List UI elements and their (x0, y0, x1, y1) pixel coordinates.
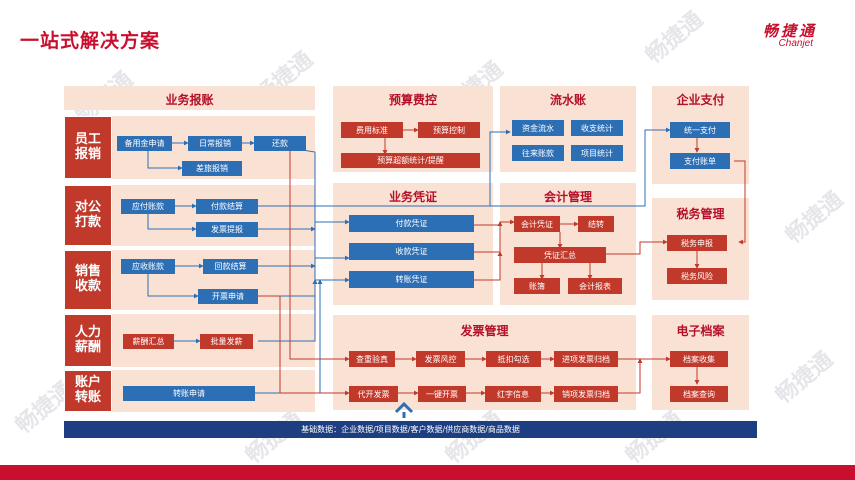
lane-label-salary: 人力 薪酬 (64, 314, 112, 367)
node-repay[interactable]: 还款 (254, 136, 306, 151)
lane-label-payment: 对公 打款 (64, 185, 112, 246)
node-invoice-apply[interactable]: 开票申请 (198, 289, 258, 304)
node-check-verify[interactable]: 查重验真 (349, 351, 395, 367)
chanjet-logo-en: Chanjet (778, 38, 813, 49)
node-pay-bill[interactable]: 支付账单 (670, 153, 730, 169)
node-project-stat[interactable]: 项目统计 (571, 145, 623, 161)
node-invoice-risk[interactable]: 发票风控 (416, 351, 465, 367)
panel-invoice-title: 发票管理 (460, 324, 509, 338)
page-title: 一站式解决方案 (20, 30, 161, 52)
node-income-stat[interactable]: 收支统计 (571, 120, 623, 136)
node-fund-flow[interactable]: 资金流水 (512, 120, 564, 136)
node-payable[interactable]: 应付账款 (121, 199, 175, 214)
node-salary-summary[interactable]: 薪酬汇总 (123, 334, 174, 349)
node-issue-invoice[interactable]: 代开发票 (349, 386, 398, 402)
panel-flow-title: 流水账 (549, 93, 586, 107)
node-receivable[interactable]: 应收账款 (121, 259, 175, 274)
node-collect-settle[interactable]: 回款结算 (203, 259, 258, 274)
lane-label-transfer: 账户 转账 (64, 370, 112, 412)
node-batch-pay[interactable]: 批量发薪 (200, 334, 253, 349)
node-invoice-submit[interactable]: 发票提报 (196, 222, 258, 237)
node-acc-report[interactable]: 会计报表 (568, 278, 622, 294)
node-over-budget[interactable]: 预算超额统计/提醒 (341, 153, 480, 168)
node-standby-apply[interactable]: 备用金申请 (117, 136, 172, 151)
node-out-invoice-archive[interactable]: 销项发票归档 (554, 386, 618, 402)
node-pay-settle[interactable]: 付款结算 (196, 199, 258, 214)
node-budget-ctrl[interactable]: 预算控制 (418, 122, 480, 138)
base-data-bar: 基础数据：企业数据/项目数据/客户数据/供应商数据/商品数据 (64, 421, 757, 438)
panel-archive-title: 电子档案 (676, 324, 725, 338)
node-transfer-apply[interactable]: 转账申请 (123, 386, 255, 401)
panel-accounting-title: 会计管理 (543, 190, 592, 204)
footer-bar (0, 465, 855, 480)
panel-reimburse-title: 业务报账 (165, 93, 214, 107)
panel-pay-title: 企业支付 (676, 93, 725, 107)
base-data-label: 基础数据：企业数据/项目数据/客户数据/供应商数据/商品数据 (301, 425, 520, 434)
node-archive-query[interactable]: 档案查询 (670, 386, 728, 402)
node-acc-voucher[interactable]: 会计凭证 (514, 216, 560, 232)
node-ledger[interactable]: 账簿 (514, 278, 560, 294)
node-carry-over[interactable]: 结转 (578, 216, 614, 232)
panel-voucher-title: 业务凭证 (388, 190, 437, 204)
node-expense-std[interactable]: 费用标准 (341, 122, 403, 138)
panel-tax-title: 税务管理 (676, 207, 725, 221)
chanjet-logo: 畅捷通 (762, 22, 817, 40)
node-transfer-voucher[interactable]: 转账凭证 (349, 271, 474, 288)
node-unified-pay[interactable]: 统一支付 (670, 122, 730, 138)
node-tax-risk[interactable]: 税务风险 (667, 268, 727, 284)
node-archive-collect[interactable]: 档案收集 (670, 351, 728, 367)
node-receipt-voucher[interactable]: 收款凭证 (349, 243, 474, 260)
panel-budget-title: 预算费控 (388, 93, 437, 107)
node-tax-declare[interactable]: 税务申报 (667, 235, 727, 251)
node-daily-reimb[interactable]: 日常报销 (188, 136, 242, 151)
node-travel-reimb[interactable]: 差旅报销 (182, 161, 242, 176)
node-deduct-select[interactable]: 抵扣勾选 (486, 351, 541, 367)
node-one-click-invoice[interactable]: 一键开票 (418, 386, 466, 402)
node-inter-account[interactable]: 往来账款 (512, 145, 564, 161)
node-in-invoice-archive[interactable]: 进项发票归档 (554, 351, 618, 367)
node-pay-voucher[interactable]: 付款凭证 (349, 215, 474, 232)
node-red-invoice[interactable]: 红字信息 (485, 386, 541, 402)
lane-label-reimburse: 员工 报销 (64, 116, 112, 179)
node-voucher-summary[interactable]: 凭证汇总 (514, 247, 606, 263)
panel-reimburse (64, 86, 315, 110)
lane-label-collection: 销售 收款 (64, 250, 112, 310)
